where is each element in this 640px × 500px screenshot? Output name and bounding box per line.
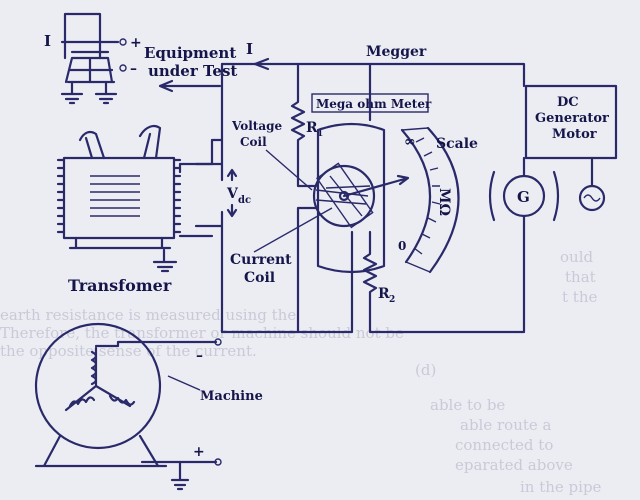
dc-gen-label-2: Generator — [535, 111, 609, 126]
svg-text:the opposite sense of the curr: the opposite sense of the current. — [0, 342, 257, 360]
svg-text:t the: t the — [562, 288, 597, 306]
r2-label: R — [378, 286, 390, 302]
plus-top-label: + — [130, 35, 142, 51]
machine-ground-icon — [170, 460, 190, 491]
machine-terminal-minus — [214, 338, 222, 346]
equipment-label-2: under Test — [148, 62, 237, 80]
current-coil-label-2: Coil — [244, 270, 275, 286]
voltage-coil-label-2: Coil — [240, 135, 267, 149]
scale-arc — [400, 126, 460, 274]
svg-text:ould: ould — [560, 248, 593, 266]
transformer-leads — [178, 138, 224, 238]
machine-icon — [34, 322, 218, 468]
line-bottom-left — [194, 210, 354, 334]
svg-text:earth resistance is measured u: earth resistance is measured using the — [0, 306, 296, 324]
background-text: ould that t the earth resistance is meas… — [0, 248, 602, 496]
svg-text:that: that — [565, 268, 596, 286]
meter-needle — [342, 174, 410, 198]
dc-gen-label-3: Motor — [552, 127, 597, 142]
voltage-coil-pointer — [265, 149, 313, 191]
svg-text:able to be: able to be — [430, 396, 505, 414]
current-coil-label-1: Current — [230, 252, 292, 268]
equipment-arrow — [158, 79, 222, 93]
svg-text:(d): (d) — [415, 361, 436, 379]
ac-source-icon — [578, 156, 606, 212]
scale-label: Scale — [436, 136, 478, 152]
terminal-minus — [119, 64, 127, 72]
r2-resistor — [350, 62, 378, 302]
svg-text:connected to: connected to — [455, 436, 553, 454]
vdc-arrows — [226, 168, 238, 218]
scale-zero-label: 0 — [398, 239, 406, 253]
vdc-sub: dc — [238, 195, 251, 206]
minus-top-label: – — [130, 61, 137, 77]
voltage-coil-label-1: Voltage — [231, 119, 282, 133]
ground-icon — [152, 248, 178, 273]
dc-generator-box — [524, 84, 618, 160]
megger-label: Megger — [366, 44, 427, 60]
svg-text:Therefore, the transformer or: Therefore, the transformer or machine sh… — [0, 324, 404, 342]
meter-title: Mega ohm Meter — [316, 97, 432, 111]
generator-icon — [488, 156, 560, 228]
svg-text:able route a: able route a — [460, 416, 552, 434]
current-arrow — [253, 57, 270, 71]
meter-movement — [312, 122, 386, 274]
generator-label: G — [517, 188, 530, 206]
r1-sub: 1 — [317, 129, 323, 139]
vdc-label: V — [226, 186, 239, 202]
svg-text:eparated above: eparated above — [455, 456, 573, 474]
test-equipment-icon — [60, 12, 120, 105]
transformer-label: Transfomer — [68, 276, 172, 295]
r2-sub: 2 — [389, 295, 395, 305]
machine-pointer — [167, 375, 201, 391]
svg-text:in the pipe: in the pipe — [520, 478, 602, 496]
line-bottom-right — [368, 224, 526, 334]
equipment-label-1: Equipment — [144, 44, 236, 62]
current-coil-pointer — [253, 207, 333, 253]
machine-terminal-plus — [214, 458, 222, 466]
r1-resistor — [290, 62, 318, 188]
line-top — [220, 62, 526, 88]
current-coil-lead — [296, 206, 318, 334]
machine-label: Machine — [200, 389, 263, 404]
r1-label: R — [306, 120, 318, 136]
plus-machine-label: + — [193, 444, 205, 460]
transformer-icon — [56, 125, 182, 250]
scale-unit-label: MΩ — [436, 188, 452, 216]
dc-gen-label-1: DC — [557, 95, 579, 110]
line-top-left — [194, 62, 224, 182]
scale-inf-label: ∞ — [404, 134, 416, 150]
minus-machine-label: – — [196, 348, 203, 364]
terminal-plus — [119, 38, 127, 46]
current-label-equipment: I — [44, 32, 51, 50]
current-label-top: I — [246, 40, 253, 58]
